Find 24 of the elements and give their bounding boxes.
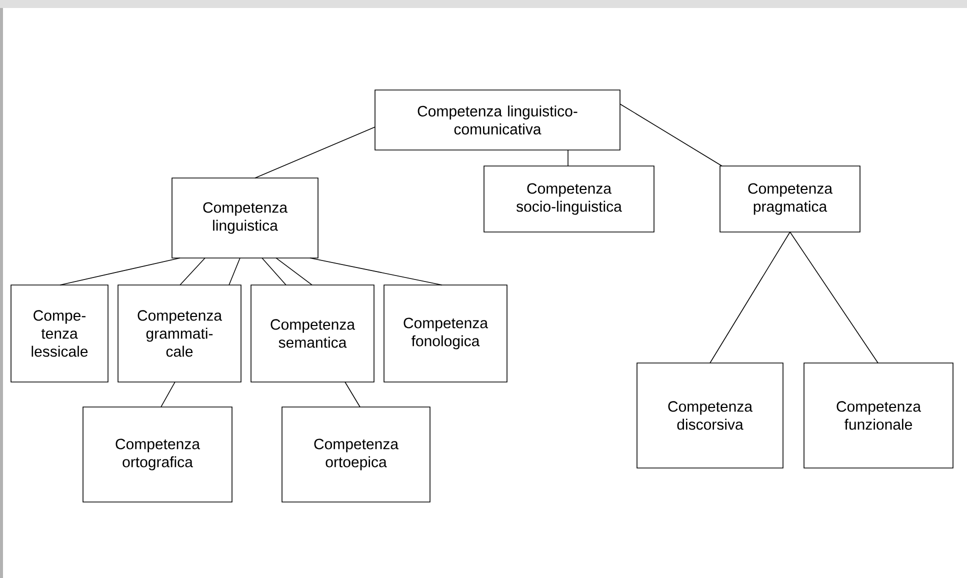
concept-box: Competenza linguistico-comunicativa [374, 90, 620, 150]
concept-box: Compe- tenza lessicale [10, 284, 108, 382]
connector-line [344, 382, 360, 408]
concept-box: Competenza grammati- cale [118, 284, 242, 382]
concept-box: Competenza socio-linguistica [484, 166, 654, 232]
concept-box: Competenza discorsiva [636, 362, 784, 468]
connector-line [310, 258, 442, 286]
connector-line [180, 258, 206, 286]
connector-line [620, 104, 722, 166]
connector-line [790, 232, 878, 364]
concept-box: Competenza pragmatica [720, 166, 860, 232]
concept-box: Competenza funzionale [804, 362, 954, 468]
concept-box: Competenza linguistica [172, 178, 318, 258]
connector-line [276, 258, 312, 286]
connector-line [254, 126, 376, 178]
connector-line [710, 232, 790, 364]
connector-line [262, 258, 286, 286]
concept-box: Competenza ortografica [82, 406, 232, 502]
concept-box: Competenza fonologica [384, 284, 508, 382]
connector-line [60, 258, 180, 286]
concept-box: Competenza ortoepica [282, 406, 430, 502]
concept-box: Competenza semantica [250, 284, 374, 382]
connector-line [160, 382, 176, 408]
connector-line [228, 258, 240, 286]
